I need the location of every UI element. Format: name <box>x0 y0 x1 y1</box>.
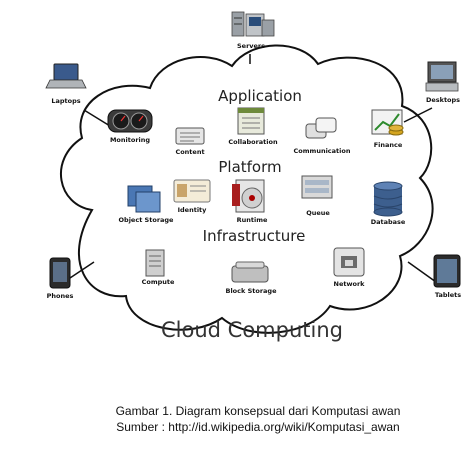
label-content: Content <box>175 148 205 156</box>
label-monitoring: Monitoring <box>109 136 151 144</box>
communication-icon <box>305 117 337 139</box>
label-object-storage: Object Storage <box>118 216 174 224</box>
desktop-icon <box>425 61 459 92</box>
label-communication: Communication <box>293 147 351 155</box>
label-compute: Compute <box>141 278 175 286</box>
connector-tablets <box>407 261 437 283</box>
servers-icon <box>231 11 275 37</box>
label-collaboration: Collaboration <box>228 138 278 146</box>
finance-icon <box>371 109 404 136</box>
label-servers: Servers <box>236 42 266 50</box>
label-desktops: Desktops <box>425 96 461 104</box>
tablet-icon <box>433 254 461 288</box>
connector-laptops <box>83 109 111 127</box>
object-storage-icon <box>127 185 161 213</box>
label-tablets: Tablets <box>434 291 462 299</box>
label-identity: Identity <box>177 206 207 214</box>
section-platform: Platform <box>218 158 282 176</box>
phone-icon <box>49 257 71 289</box>
collaboration-icon <box>237 107 265 135</box>
label-block-storage: Block Storage <box>225 287 277 295</box>
block-storage-icon <box>231 261 269 283</box>
content-icon <box>175 127 205 145</box>
label-network: Network <box>333 280 365 288</box>
compute-icon <box>145 249 165 277</box>
section-application: Application <box>218 87 302 105</box>
label-database: Database <box>370 218 406 226</box>
caption-line-2: Sumber : http://id.wikipedia.org/wiki/Ko… <box>116 420 400 434</box>
queue-icon <box>301 175 333 199</box>
monitoring-icon <box>107 109 153 133</box>
laptop-icon <box>45 63 87 89</box>
network-icon <box>333 247 365 277</box>
connector-desktops <box>403 107 433 123</box>
label-runtime: Runtime <box>236 216 268 224</box>
database-icon <box>373 181 403 217</box>
identity-icon <box>173 179 211 203</box>
label-finance: Finance <box>373 141 403 149</box>
caption-line-1: Gambar 1. Diagram konsepsual dari Komput… <box>115 404 401 418</box>
section-infrastructure: Infrastructure <box>202 227 306 245</box>
label-queue: Queue <box>306 209 330 217</box>
label-laptops: Laptops <box>51 97 81 105</box>
label-phones: Phones <box>46 292 74 300</box>
runtime-icon <box>232 179 265 213</box>
diagram-title: Cloud Computing <box>161 318 343 342</box>
